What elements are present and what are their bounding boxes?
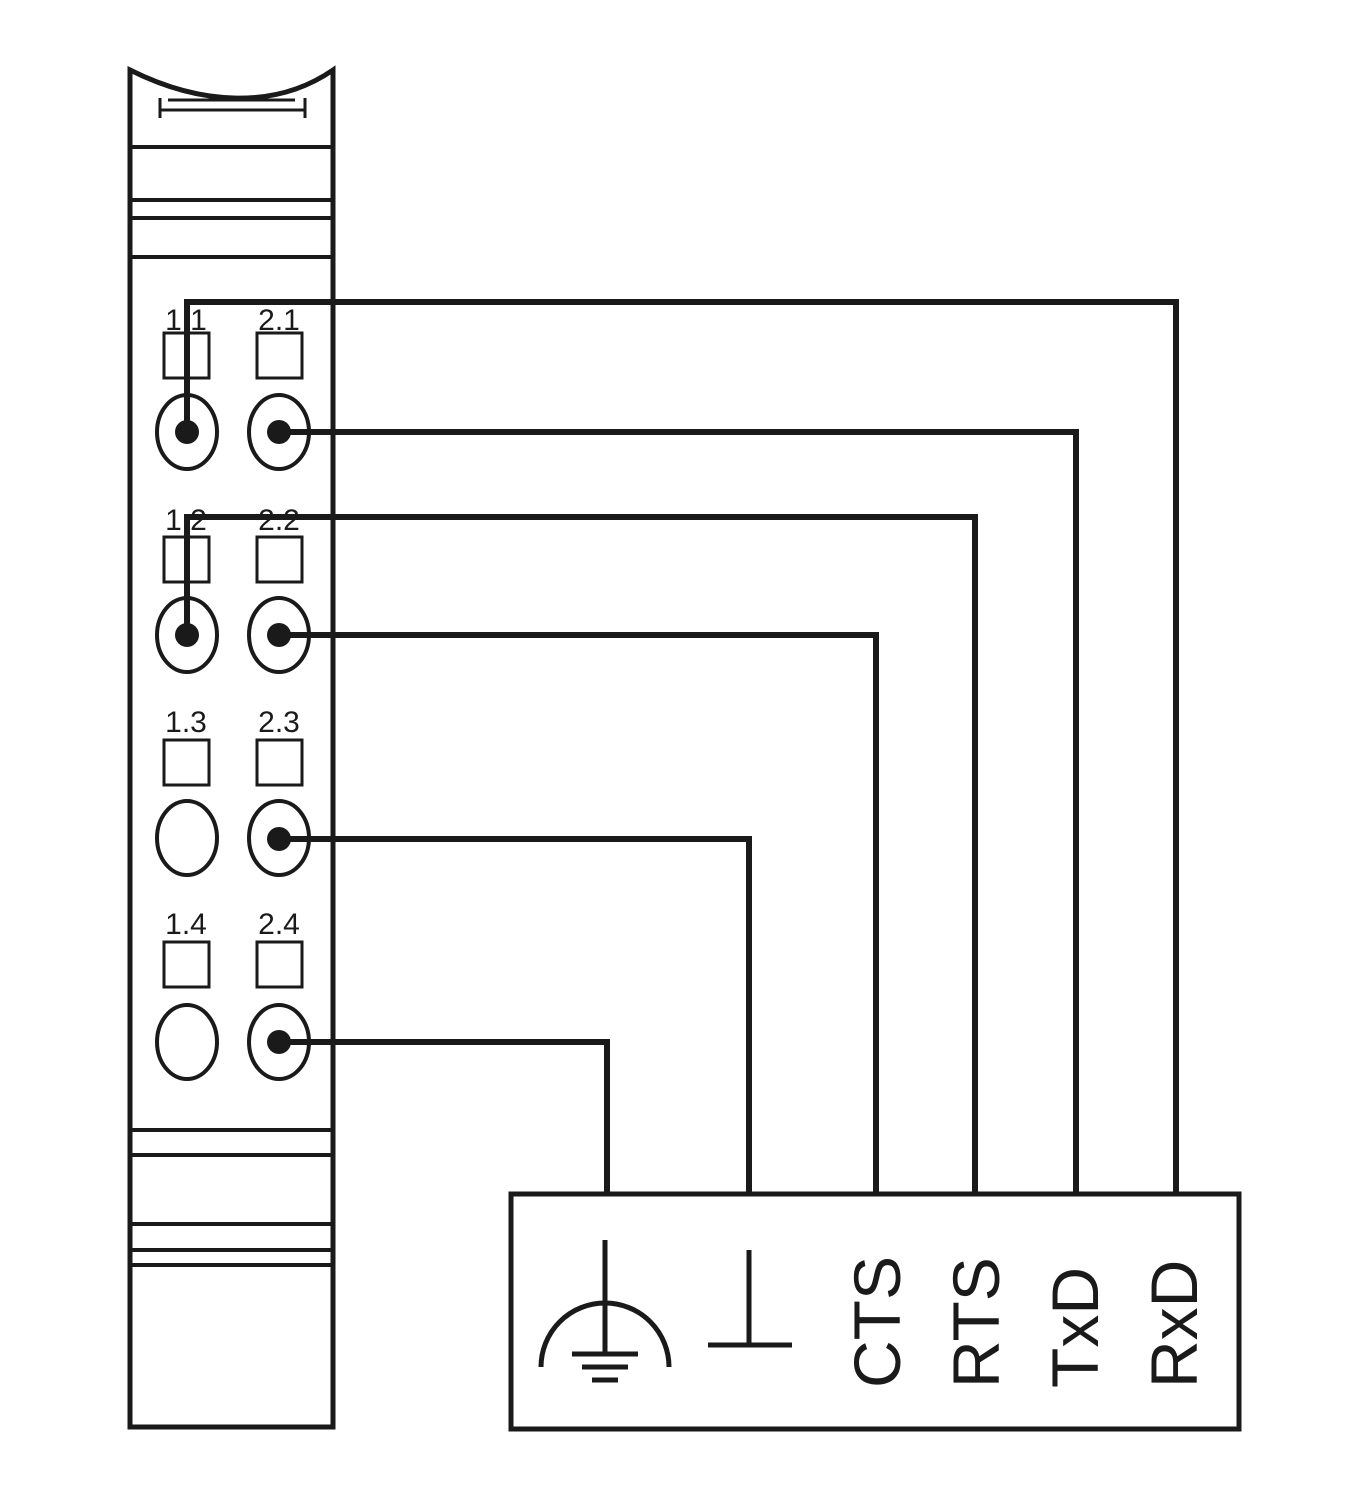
led-1-3 bbox=[162, 738, 211, 787]
led-2-3 bbox=[255, 738, 304, 787]
wire-2-2-cts bbox=[279, 632, 879, 1194]
pin-label-rxd: RxD bbox=[1137, 1260, 1211, 1388]
label-holder-icon bbox=[158, 98, 307, 118]
led-2-2 bbox=[255, 535, 304, 584]
wire-dot-2-4 bbox=[267, 1030, 291, 1054]
serial-connector: CTS RTS TxD RxD bbox=[508, 1191, 1242, 1432]
protective-earth-icon bbox=[538, 1240, 672, 1383]
wires bbox=[184, 299, 1179, 1194]
led-2-4 bbox=[255, 940, 304, 989]
terminal-label-1-4: 1.4 bbox=[165, 908, 207, 941]
wire-terminations bbox=[175, 420, 291, 1054]
terminal-label-2-4: 2.4 bbox=[258, 908, 300, 941]
wire-1-1-rxd bbox=[184, 299, 1179, 1194]
led-1-4 bbox=[162, 940, 211, 989]
terminal-1-4[interactable] bbox=[155, 1003, 219, 1081]
wire-dot-2-2 bbox=[267, 623, 291, 647]
wire-2-1-txd bbox=[279, 429, 1079, 1194]
terminal-label-1-3: 1.3 bbox=[165, 706, 207, 739]
wire-dot-1-2 bbox=[175, 623, 199, 647]
pin-label-txd: TxD bbox=[1038, 1267, 1112, 1388]
wire-2-3-ground bbox=[279, 836, 752, 1194]
ground-icon bbox=[708, 1250, 792, 1348]
wire-dot-1-1 bbox=[175, 420, 199, 444]
wire-2-4-earth bbox=[279, 1039, 610, 1194]
terminal-1-3[interactable] bbox=[155, 799, 219, 877]
terminal-label-2-3: 2.3 bbox=[258, 706, 300, 739]
terminal-label-2-2: 2.2 bbox=[258, 504, 300, 537]
wire-dot-2-3 bbox=[267, 827, 291, 851]
pin-label-cts: CTS bbox=[840, 1256, 914, 1388]
wire-1-2-rts bbox=[184, 514, 978, 1194]
wire-dot-2-1 bbox=[267, 420, 291, 444]
led-2-1 bbox=[255, 331, 304, 380]
pin-label-rts: RTS bbox=[939, 1257, 1013, 1388]
